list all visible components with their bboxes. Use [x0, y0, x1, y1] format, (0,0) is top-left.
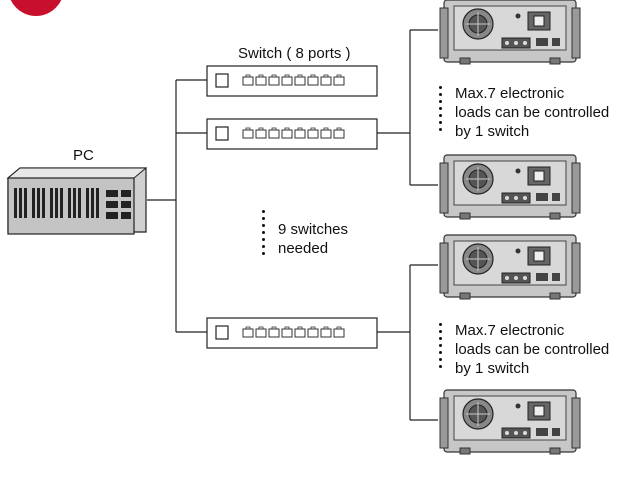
- connection-lines: [147, 29, 438, 421]
- pc-tower-icon: [6, 167, 148, 235]
- max-loads-bottom-line-2: loads can be controlled: [455, 341, 610, 358]
- max-loads-bottom-line-1: Max.7 electronic: [455, 322, 565, 339]
- switch-icon: [207, 66, 377, 96]
- max-loads-top-line-1: Max.7 electronic: [455, 85, 565, 102]
- brand-mark: [8, 0, 64, 16]
- max-loads-top-line-2: loads can be controlled: [455, 104, 610, 121]
- electronic-load-icon: [439, 234, 581, 300]
- pc-label: PC: [73, 147, 94, 164]
- switch-icon: [207, 119, 377, 149]
- max-loads-bottom-line-3: by 1 switch: [455, 360, 530, 377]
- switch-icon: [207, 318, 377, 348]
- electronic-load-icon: [439, 154, 581, 220]
- electronic-load-icon: [439, 0, 581, 65]
- switch-label: Switch ( 8 ports ): [238, 45, 351, 62]
- switches-needed-line-2: needed: [278, 240, 329, 257]
- switches-needed-line-1: 9 switches: [278, 221, 349, 238]
- max-loads-top-line-3: by 1 switch: [455, 123, 530, 140]
- electronic-load-icon: [439, 389, 581, 455]
